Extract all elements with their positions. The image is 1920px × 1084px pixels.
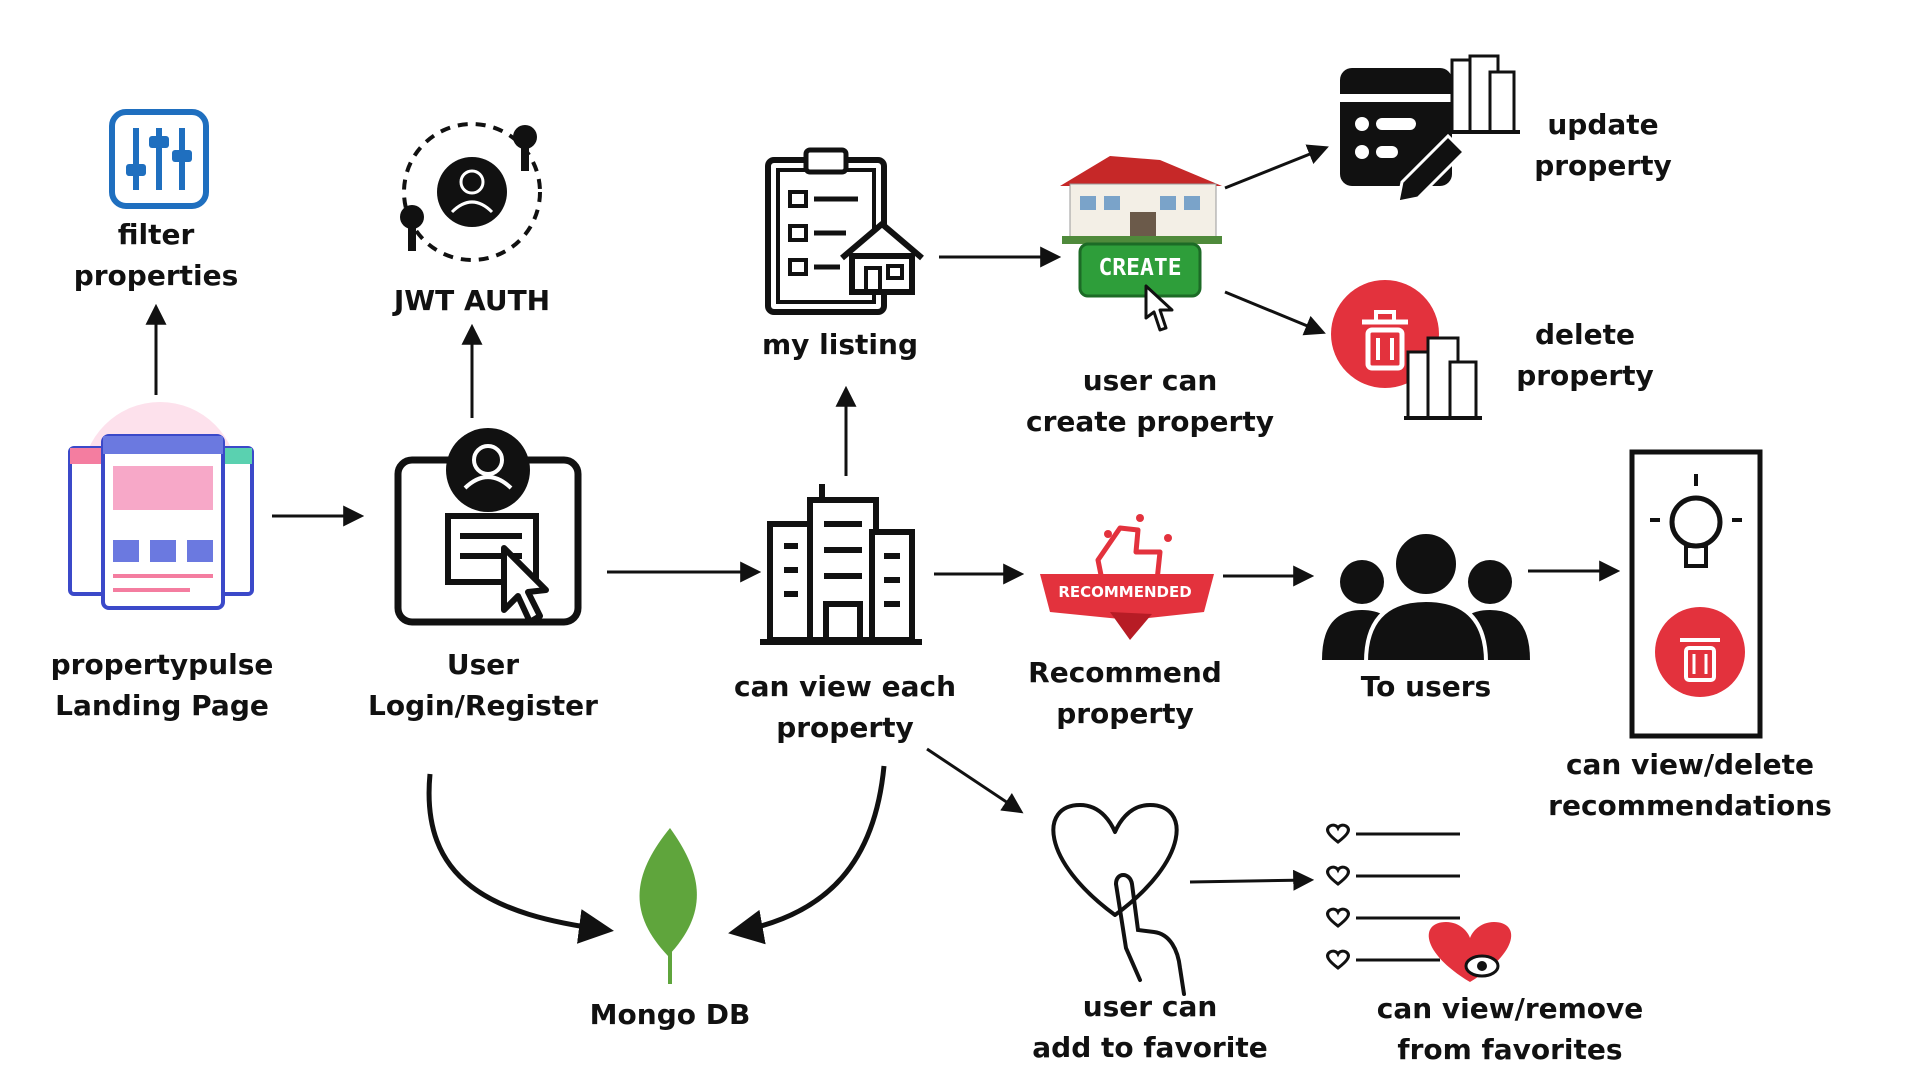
label-favorites-line1: can view/remove	[1376, 992, 1644, 1025]
lightbulb-trash-icon	[1629, 449, 1763, 739]
arrow-view-to-favorite	[926, 747, 1024, 814]
arrow-view-to-mongo	[728, 765, 887, 945]
label-login-line2: Login/Register	[368, 689, 598, 722]
buildings-icon	[760, 484, 922, 645]
mongo-leaf-icon	[639, 828, 697, 984]
label-favorites-line2: from favorites	[1397, 1033, 1623, 1066]
label-jwt-line1: JWT AUTH	[393, 284, 551, 317]
label-mongo-line1: Mongo DB	[589, 998, 751, 1031]
label-view-line1: can view each	[733, 670, 957, 703]
arrow-create-to-delete	[1224, 290, 1326, 336]
label-landing-line2: Landing Page	[55, 689, 269, 722]
label-create-line2: create property	[1026, 405, 1274, 438]
heart-list-icon	[1326, 823, 1512, 982]
label-listing-line1: my listing	[762, 328, 918, 361]
trash-building-icon	[1331, 280, 1482, 420]
label-users-line1: To users	[1360, 670, 1492, 703]
label-landing-page: propertypulse Landing Page	[32, 644, 292, 726]
thumbs-up-banner-icon	[1040, 514, 1214, 640]
label-update-line1: update	[1547, 108, 1659, 141]
label-recommend-property: Recommend property	[1010, 652, 1240, 734]
label-view-remove-favorites: can view/remove from favorites	[1370, 988, 1650, 1070]
label-filter-line1: filter	[117, 218, 195, 251]
label-delete-property: delete property	[1490, 314, 1680, 396]
label-filter-properties: filter properties	[56, 214, 256, 296]
recommended-banner-label: RECOMMENDED	[1058, 583, 1192, 601]
sliders-icon	[109, 109, 209, 209]
house-create-button-icon	[1060, 156, 1222, 332]
label-update-property: update property	[1508, 104, 1698, 186]
label-recommendations: can view/delete recommendations	[1540, 744, 1840, 826]
label-view-property: can view each property	[720, 666, 970, 748]
edit-building-icon	[1340, 54, 1520, 204]
users-group-icon	[1322, 530, 1530, 664]
label-favorite-line2: add to favorite	[1032, 1031, 1268, 1064]
label-landing-line1: propertypulse	[50, 648, 274, 681]
label-to-users: To users	[1326, 666, 1526, 707]
label-jwt-auth: JWT AUTH	[372, 280, 572, 321]
arrow-login-to-mongo	[426, 773, 614, 944]
clipboard-house-icon	[765, 147, 924, 315]
arrow-create-to-update	[1224, 144, 1329, 190]
label-create-line1: user can	[1082, 364, 1218, 397]
user-keys-icon	[400, 122, 542, 262]
label-add-favorite: user can add to favorite	[1020, 986, 1280, 1068]
label-recommendations-line2: recommendations	[1548, 789, 1832, 822]
label-recommend-line2: property	[1056, 697, 1194, 730]
label-update-line2: property	[1534, 149, 1672, 182]
label-user-login: User Login/Register	[358, 644, 608, 726]
label-view-line2: property	[776, 711, 914, 744]
label-create-property: user can create property	[1015, 360, 1285, 442]
website-pages-icon	[68, 402, 254, 610]
heart-hand-icon	[1051, 803, 1186, 996]
connector-arrows	[145, 144, 1621, 945]
label-recommend-line1: Recommend	[1028, 656, 1222, 689]
label-delete-line2: property	[1516, 359, 1654, 392]
arrow-favorite-to-favorites	[1189, 869, 1315, 891]
label-mongo-db: Mongo DB	[570, 994, 770, 1035]
label-delete-line1: delete	[1535, 318, 1635, 351]
label-my-listing: my listing	[730, 324, 950, 365]
create-button-label: CREATE	[1098, 255, 1182, 281]
label-favorite-line1: user can	[1082, 990, 1218, 1023]
label-filter-line2: properties	[73, 259, 239, 292]
label-login-line1: User	[446, 648, 520, 681]
label-recommendations-line1: can view/delete	[1565, 748, 1815, 781]
user-card-cursor-icon	[394, 428, 582, 626]
